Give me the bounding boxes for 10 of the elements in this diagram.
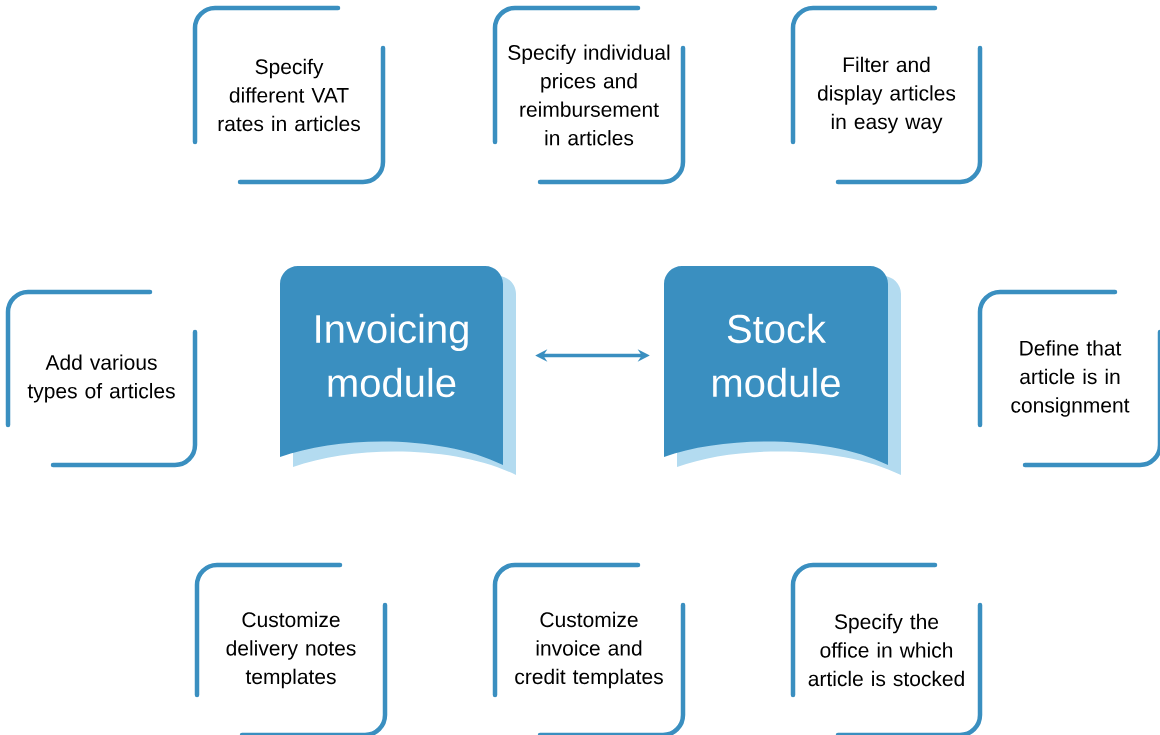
feature-card: Customize delivery notes templates [194,562,388,735]
module-box: Stock module [664,266,901,475]
feature-card: Define that article is in consignment [977,289,1160,468]
feature-card: Specify different VAT rates in articles [192,5,386,185]
feature-card: Customize invoice and credit templates [492,562,686,735]
feature-card: Specify the office in which article is stocked [790,562,983,735]
feature-card: Filter and display articles in easy way [790,5,983,185]
module-box: Invoicing module [280,266,516,475]
feature-card: Specify individual prices and reimbursement in articles [492,5,686,185]
feature-card: Add various types of articles [5,289,198,468]
